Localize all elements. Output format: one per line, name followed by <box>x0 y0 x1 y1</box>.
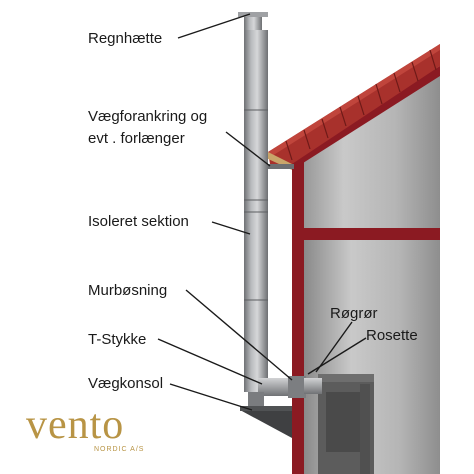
t-piece <box>258 378 292 396</box>
label-murbosning: Murbøsning <box>88 282 168 299</box>
label-vaegforankring-line2: evt . forlænger <box>88 130 185 147</box>
leader-isoleret <box>211 221 251 235</box>
leader-murbosning <box>185 289 293 381</box>
bottom-cap <box>248 392 264 406</box>
chimney <box>238 12 322 438</box>
label-regnhaette: Regnhætte <box>88 30 163 47</box>
roof <box>266 44 440 170</box>
leader-lines <box>157 13 367 411</box>
house <box>266 44 440 474</box>
leader-rogror <box>315 321 353 373</box>
label-rosette: Rosette <box>366 327 418 344</box>
wall-frame-outer <box>292 158 304 474</box>
roof-beam <box>286 66 440 170</box>
brand-logo: vento <box>26 402 125 448</box>
wall-anchor <box>268 164 294 169</box>
label-tstykke: T-Stykke <box>88 331 147 348</box>
leader-regnhaette <box>177 13 251 39</box>
wall-console <box>240 410 292 438</box>
leader-vaegkonsol <box>169 383 253 411</box>
rain-cap-body <box>244 17 262 31</box>
wall-bushing <box>288 376 306 398</box>
stove <box>318 374 374 474</box>
vertical-pipe <box>244 30 268 392</box>
leader-tstykke <box>157 338 263 385</box>
label-isoleret: Isoleret sektion <box>88 213 189 230</box>
label-vaegforankring-line1: Vægforankring og <box>88 108 208 125</box>
label-rogror: Røgrør <box>330 305 378 322</box>
stove-pipe <box>304 378 322 394</box>
leader-rosette <box>307 337 367 375</box>
leader-vaegforankring <box>225 131 271 167</box>
rain-cap-top <box>238 12 268 17</box>
floor-beam <box>292 228 440 240</box>
brand-sub: NORDIC A/S <box>94 446 145 453</box>
label-vaegkonsol: Vægkonsol <box>88 375 164 392</box>
